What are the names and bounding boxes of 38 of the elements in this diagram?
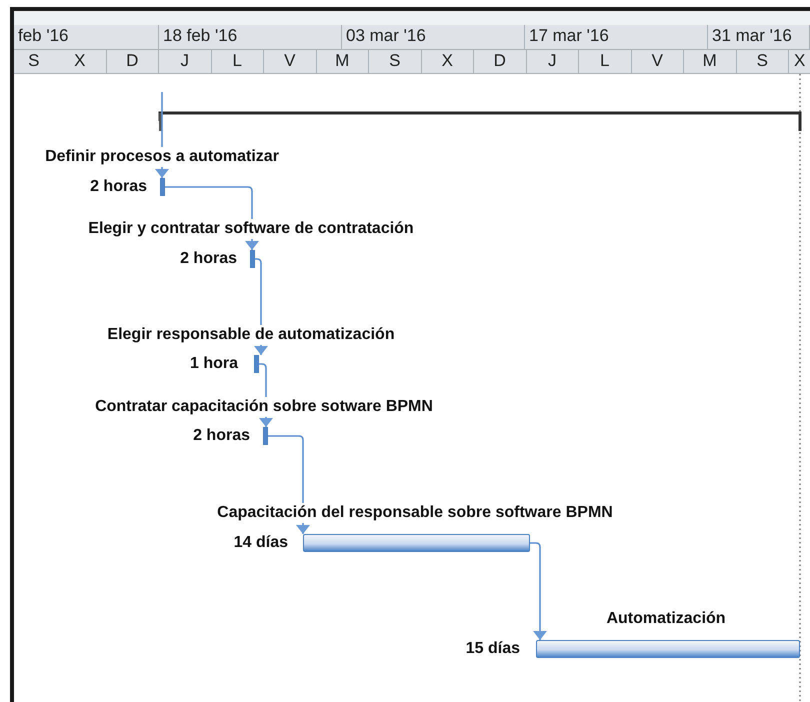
task-name: Contratar capacitación sobre sotware BPMN: [95, 397, 433, 417]
timescale-date: 18 feb '16: [159, 25, 342, 50]
dependency-arrow: [268, 435, 310, 534]
dependency-arrow: [254, 258, 268, 355]
task-name: Elegir y contratar software de contratación: [88, 219, 414, 239]
timescale-day: J: [526, 50, 579, 74]
dependency-arrow: [155, 92, 169, 178]
task-bar: [263, 427, 268, 445]
timescale-date: feb '16: [14, 25, 159, 50]
timescale-day: V: [632, 50, 684, 74]
task-name: Capacitación del responsable sobre software BPMN: [217, 503, 613, 523]
timescale-day: X: [789, 50, 810, 74]
timescale-date: 03 mar '16: [342, 25, 525, 50]
timescale-day: S: [369, 50, 422, 74]
task-bar: [160, 178, 165, 196]
timescale-day: S: [14, 50, 54, 74]
timescale-day: X: [422, 50, 474, 74]
task-bar: [250, 250, 255, 268]
timescale-date: 17 mar '16: [525, 25, 708, 50]
timescale-day: J: [159, 50, 212, 74]
dependency-arrow: [165, 186, 259, 250]
timescale-day: X: [54, 50, 106, 74]
dependency-arrow: [530, 542, 547, 640]
timescale-day: D: [474, 50, 526, 74]
timescale-day: M: [684, 50, 736, 74]
task-name: Definir procesos a automatizar: [45, 147, 279, 167]
timescale-day: M: [316, 50, 369, 74]
timescale-day: V: [264, 50, 316, 74]
timescale-day: L: [212, 50, 264, 74]
task-name: Elegir responsable de automatización: [107, 325, 395, 345]
timescale-date: 31 mar '16: [708, 25, 810, 50]
task-bar: [303, 534, 530, 552]
dependency-arrow: [259, 363, 273, 427]
task-bar: [254, 355, 259, 373]
timescale-day: D: [106, 50, 159, 74]
task-bar: [536, 640, 800, 658]
timescale-day: S: [736, 50, 789, 74]
timescale-day: L: [579, 50, 632, 74]
